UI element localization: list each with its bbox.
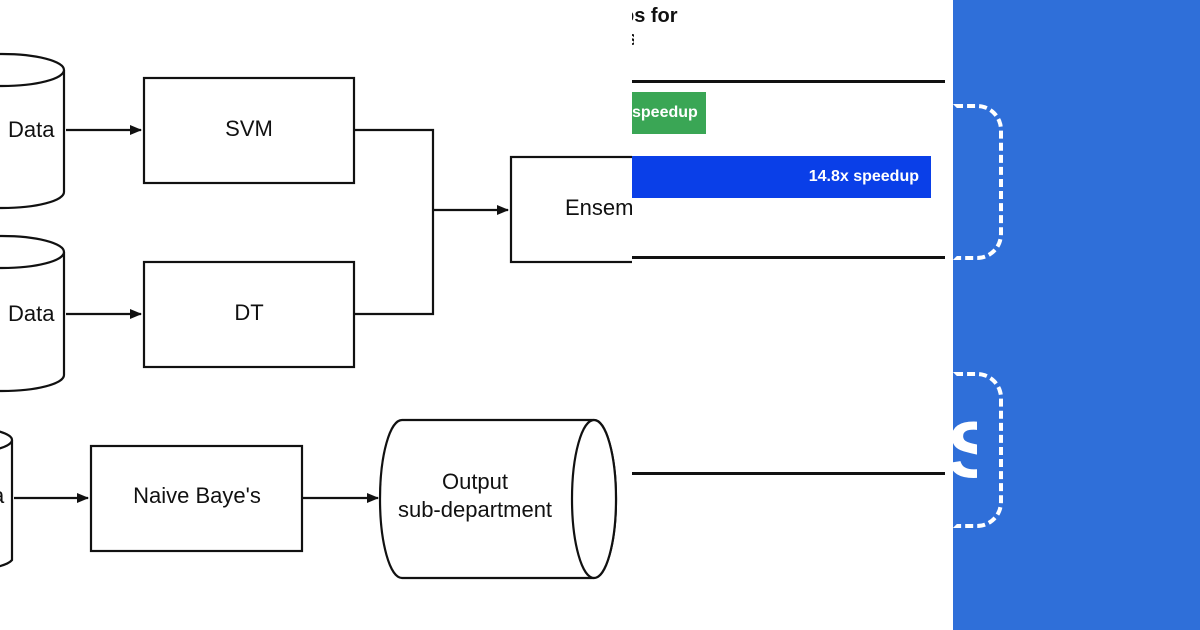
divider-line	[632, 472, 945, 475]
model-box-naive-bayes: Naive Baye's	[89, 444, 304, 553]
speedup-bar-blue: 14.8x speedup	[632, 156, 931, 198]
input-cylinder-1: Data t	[0, 52, 66, 210]
model-label-dt: DT	[234, 300, 263, 325]
panel-letter: S	[947, 410, 977, 490]
input-cylinder-2: Data t	[0, 234, 66, 393]
input-3-label: a	[0, 483, 5, 508]
speedup-bar-blue-label: 14.8x speedup	[808, 168, 919, 185]
output-cylinder: Output sub-department	[378, 418, 618, 580]
model-label-svm: SVM	[225, 116, 273, 141]
speedup-bar-green: speedup	[632, 92, 706, 134]
chart-top-rule	[632, 80, 945, 83]
input-2-label-line1: Data	[8, 301, 55, 326]
ensemble-label: Ensem	[565, 195, 633, 220]
chart-bottom-rule	[632, 256, 945, 259]
output-label-line2: sub-department	[398, 497, 552, 522]
model-label-naive-bayes: Naive Baye's	[133, 483, 261, 508]
blue-side-panel	[953, 0, 1200, 630]
output-label-line1: Output	[442, 469, 508, 494]
dashed-frame-top	[953, 104, 1003, 260]
ensemble-box: Ensem	[509, 155, 640, 264]
chart-title: os for	[632, 5, 678, 27]
speedup-bar-green-label: speedup	[632, 104, 698, 121]
dashed-frame-bottom	[953, 372, 1003, 528]
connector-svm-to-join	[354, 128, 435, 210]
input-cylinder-3: a	[0, 430, 14, 568]
input-1-label-line1: Data	[8, 117, 55, 142]
model-box-dt: DT	[142, 260, 356, 369]
connector-dt-to-join	[354, 210, 435, 316]
speedup-chart: os for s speedup 14.8x speedup	[632, 0, 950, 270]
chart-title-line2: s	[632, 28, 634, 50]
flow-diagram: Data t Data t a SVM DT Naive Baye's Ense…	[0, 52, 640, 580]
model-box-svm: SVM	[142, 76, 356, 185]
